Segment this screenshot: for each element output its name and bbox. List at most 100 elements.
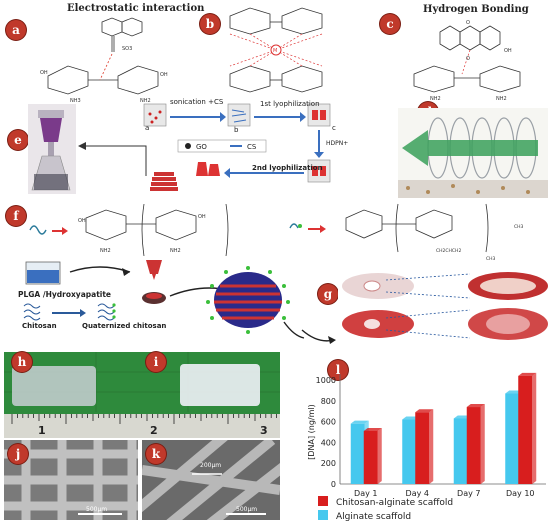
bar-alginate-top — [350, 420, 369, 424]
y-tick-label: 600 — [321, 418, 336, 427]
sem-k-scale-1: 200μm — [200, 462, 222, 469]
bar-alginate — [453, 418, 468, 484]
bar-chitosan-alginate — [518, 375, 533, 484]
svg-text:O: O — [466, 20, 470, 26]
beaker-a-label: a — [145, 124, 150, 132]
fabrication-arrows — [69, 260, 220, 304]
panel-c-structure: O O OH NH2 NH2 — [413, 20, 521, 101]
sem-j-scale: 500μm — [86, 506, 108, 513]
bar-chitosan-alginate — [415, 412, 430, 484]
legend-go-label: GO — [196, 143, 207, 151]
svg-text:CH3: CH3 — [486, 256, 496, 262]
x-tick-label: Day 10 — [506, 489, 535, 498]
quaternized-label: Quaternized chitosan — [82, 322, 167, 330]
panel-c-label: c — [380, 14, 400, 34]
svg-text:SO3: SO3 — [122, 46, 132, 52]
bar-chitosan-alginate-top — [518, 372, 537, 376]
svg-text:O: O — [466, 56, 470, 62]
legend-swatch — [318, 496, 328, 506]
flask-photo — [28, 104, 76, 194]
bar-chitosan-alginate — [363, 430, 378, 484]
y-tick-label: 400 — [321, 438, 336, 447]
hi-photo — [4, 352, 280, 438]
legend-label: Chitosan-alginate scaffold — [336, 498, 453, 508]
svg-text:OH: OH — [504, 48, 512, 54]
y-tick-label: 1000 — [316, 376, 336, 385]
bar-chitosan-alginate — [466, 407, 481, 484]
beaker-c-label: c — [332, 124, 336, 132]
panel-g-photos — [338, 270, 552, 342]
svg-text:NH2: NH2 — [100, 248, 111, 254]
scaffold-stack — [150, 172, 178, 191]
panel-d-helix — [398, 108, 548, 198]
panel-a-title: Electrostatic interaction — [67, 3, 205, 14]
svg-text:OH: OH — [160, 72, 168, 78]
y-tick-label: 800 — [321, 397, 336, 406]
process-flow — [143, 103, 331, 183]
svg-text:NH3: NH3 — [70, 98, 81, 104]
ruler-tick-2: 2 — [150, 424, 158, 437]
panel-j-label: j — [8, 444, 28, 464]
panel-b-structure: M — [229, 7, 323, 93]
svg-text:NH2: NH2 — [170, 248, 181, 254]
svg-text:NH2: NH2 — [496, 96, 507, 101]
panel-l-label: l — [328, 360, 348, 380]
y-tick-label: 200 — [321, 459, 336, 468]
panel-f-chitosan-structure: NH2 NH2 OH OH — [29, 203, 229, 257]
bar-alginate — [505, 393, 520, 484]
ruler-tick-3: 3 — [260, 424, 268, 437]
panel-h-label: h — [12, 352, 32, 372]
bar-chitosan-alginate-top — [466, 404, 485, 408]
sem-k — [142, 440, 280, 520]
svg-text:OH: OH — [40, 70, 48, 76]
panel-k-label: k — [146, 444, 166, 464]
legend-swatch — [318, 510, 328, 520]
x-tick-label: Day 7 — [457, 489, 480, 498]
beaker-b-label: b — [234, 126, 239, 134]
panel-a-label: a — [6, 20, 26, 40]
bar-chitosan-alginate-top — [415, 409, 434, 413]
panel-i-label: i — [146, 352, 166, 372]
bar-chitosan-alginate-top — [363, 427, 382, 431]
panel-b-label: b — [200, 14, 220, 34]
chitosan-label: Chitosan — [22, 322, 57, 330]
panel-f-label: f — [6, 206, 26, 226]
ruler — [11, 414, 278, 424]
x-tick-label: Day 4 — [406, 489, 429, 498]
legend-cs-label: CS — [247, 143, 257, 151]
plga-label: PLGA /Hydroxyapatite — [18, 290, 112, 299]
dna-bar-chart: 0 200 400 600 800 1000 [DNA] (ng/ml) Day 1 Day 4… — [307, 372, 546, 522]
sem-k-scale-2: 500μm — [236, 506, 258, 513]
y-axis-label: [DNA] (ng/ml) — [307, 404, 316, 460]
step-sonication: sonication +CS — [170, 98, 224, 106]
panel-g-label: g — [318, 284, 338, 304]
legend-label: Alginate scaffold — [336, 512, 411, 522]
svg-text:OH: OH — [78, 218, 86, 224]
step-hdpn: HDPN+ — [326, 140, 349, 147]
ruler-tick-1: 1 — [38, 424, 46, 437]
svg-text:NH2: NH2 — [430, 96, 441, 101]
bar-chitosan-alginate-side — [429, 409, 434, 484]
bar-chitosan-alginate-side — [377, 427, 382, 484]
arrow-to-g — [301, 329, 336, 344]
svg-text:NH2: NH2 — [140, 98, 151, 104]
panel-e-label: e — [8, 130, 28, 150]
step-2nd-lyophilization: 2nd lyophilization — [252, 164, 323, 172]
svg-text:CH3: CH3 — [514, 224, 524, 230]
bar-chitosan-alginate-side — [532, 372, 537, 484]
bar-chitosan-alginate-side — [480, 404, 485, 484]
svg-text:CH2CHCH2: CH2CHCH2 — [436, 248, 461, 254]
arrow-to-flask — [78, 142, 147, 176]
svg-text:OH: OH — [198, 214, 206, 220]
step-1st-lyophilization: 1st lyophilization — [260, 100, 320, 108]
coated-scaffold — [206, 266, 305, 339]
x-tick-label: Day 1 — [354, 489, 377, 498]
panel-c-title: Hydrogen Bonding — [423, 4, 529, 15]
y-tick-label: 0 — [331, 480, 336, 489]
plga-beaker — [25, 261, 61, 285]
bar-alginate — [350, 423, 365, 484]
svg-text:M: M — [273, 48, 277, 54]
bar-alginate — [402, 419, 417, 484]
